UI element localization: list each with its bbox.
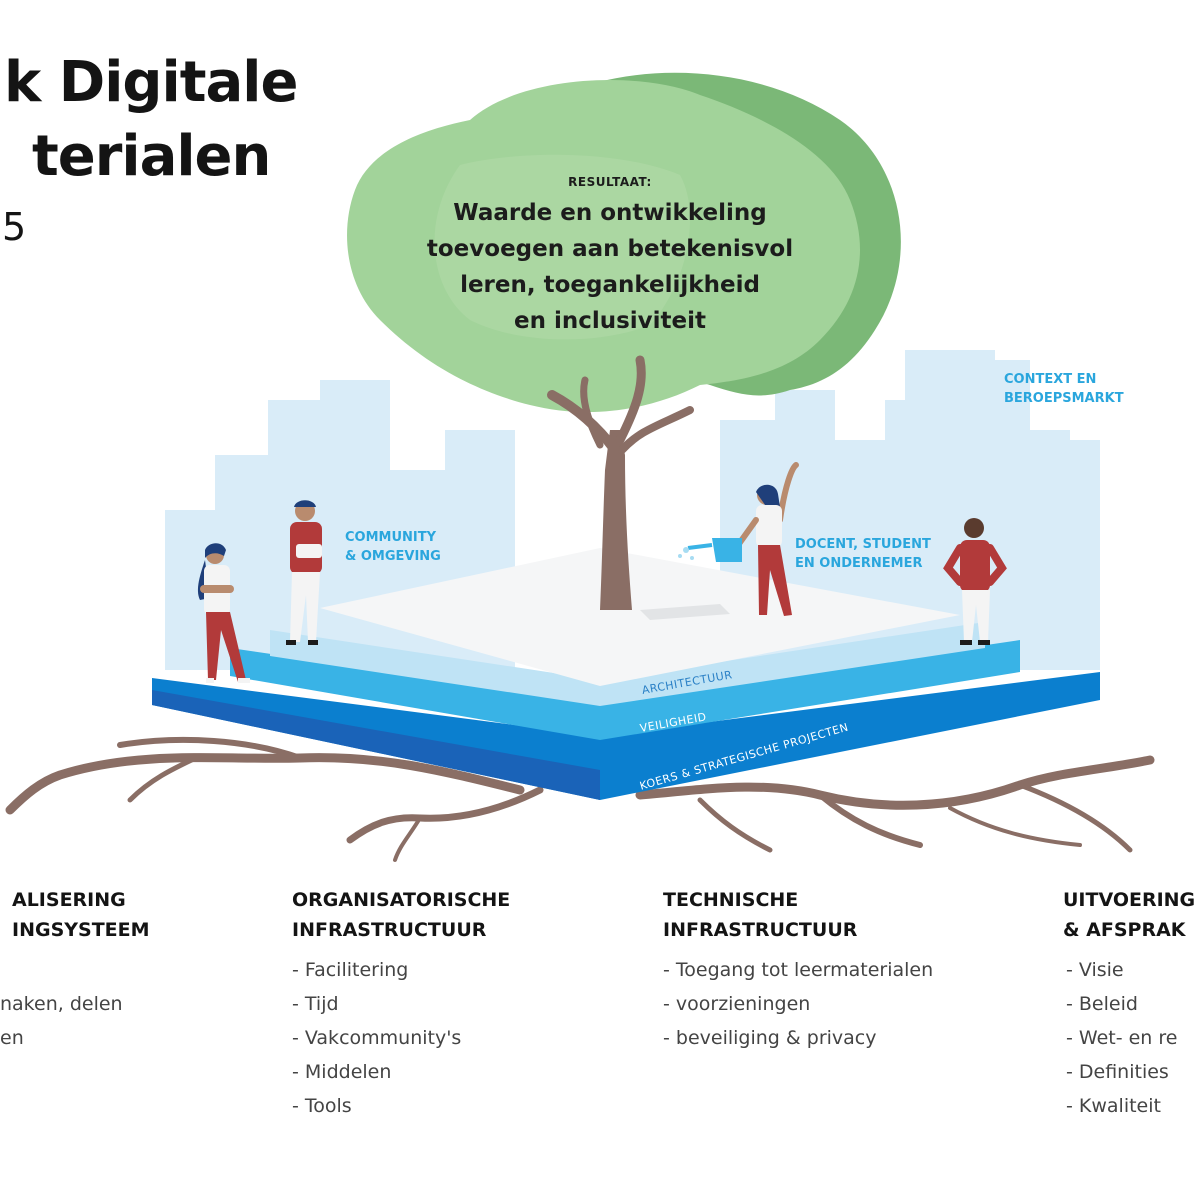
result-line-3: leren, toegankelijkheid [460, 272, 760, 298]
person-woman-watering [678, 462, 799, 616]
label-docent-line-2: EN ONDERNEMER [795, 556, 923, 571]
column-2-item-1: - Facilitering [292, 959, 409, 981]
person-man-left [286, 500, 322, 645]
column-2-heading-line-2: INFRASTRUCTUUR [292, 919, 487, 941]
column-4-item-5: - Kwaliteit [1066, 1095, 1161, 1117]
column-4-heading-line-2: & AFSPRAK [1063, 919, 1186, 941]
layer-koers [152, 672, 1100, 800]
result-line-1: Waarde en ontwikkeling [453, 200, 767, 226]
column-1-item-3: en [0, 1027, 24, 1049]
column-3-item-1: - Toegang tot leermaterialen [663, 959, 934, 981]
layer-architectuur [270, 622, 985, 706]
column-4-heading-line-1: UITVOERING [1063, 889, 1196, 911]
layer-veiligheid [230, 640, 1020, 740]
column-2-item-2: - Tijd [292, 993, 339, 1015]
column-3-heading-line-2: INFRASTRUCTUUR [663, 919, 858, 941]
label-docent: DOCENT, STUDENT EN ONDERNEMER [795, 535, 931, 573]
column-2-item-4: - Middelen [292, 1061, 392, 1083]
column-2-heading: ORGANISATORISCHE INFRASTRUCTUUR [292, 885, 510, 945]
column-1-heading-line-1: ALISERING [12, 889, 126, 911]
column-2-item-5: - Tools [292, 1095, 352, 1117]
column-4-item-2: - Beleid [1066, 993, 1138, 1015]
page-title-year: 5 [2, 205, 27, 249]
column-3-item-3: - beveiliging & privacy [663, 1027, 877, 1049]
column-4-item-3: - Wet- en re [1066, 1027, 1178, 1049]
label-context-line-1: CONTEXT EN [1004, 372, 1097, 387]
column-2-heading-line-1: ORGANISATORISCHE [292, 889, 511, 911]
label-community: COMMUNITY & OMGEVING [345, 528, 441, 566]
label-context: CONTEXT EN BEROEPSMARKT [1004, 370, 1124, 408]
column-4-item-4: - Definities [1066, 1061, 1169, 1083]
plaza [320, 548, 960, 686]
page-title-line-1: k Digitale [4, 50, 298, 115]
column-1-item-2: naken, delen [0, 993, 123, 1015]
tree-result: RESULTAAT: Waarde en ontwikkeling toevoe… [400, 175, 820, 339]
page-title-line-2: terialen [32, 124, 271, 189]
tree-roots [5, 736, 1155, 862]
label-community-line-1: COMMUNITY [345, 530, 437, 545]
label-docent-line-1: DOCENT, STUDENT [795, 537, 931, 552]
column-1-heading: ALISERING INGSYSTEEM [12, 885, 150, 945]
column-1-heading-line-2: INGSYSTEEM [12, 919, 150, 941]
label-context-line-2: BEROEPSMARKT [1004, 391, 1124, 406]
column-4-item-1: - Visie [1066, 959, 1124, 981]
column-3-heading-line-1: TECHNISCHE [663, 889, 799, 911]
result-line-4: en inclusiviteit [513, 308, 707, 334]
person-man-right [943, 518, 1007, 645]
column-4-heading: UITVOERING & AFSPRAK [1063, 885, 1195, 945]
column-3-heading: TECHNISCHE INFRASTRUCTUUR [663, 885, 857, 945]
column-3-item-2: - voorzieningen [663, 993, 811, 1015]
person-woman-left [197, 543, 250, 683]
result-line-2: toevoegen aan betekenisvol [426, 236, 794, 262]
column-2-item-3: - Vakcommunity's [292, 1027, 462, 1049]
result-tag: RESULTAAT: [568, 175, 652, 189]
label-community-line-2: & OMGEVING [345, 549, 441, 564]
